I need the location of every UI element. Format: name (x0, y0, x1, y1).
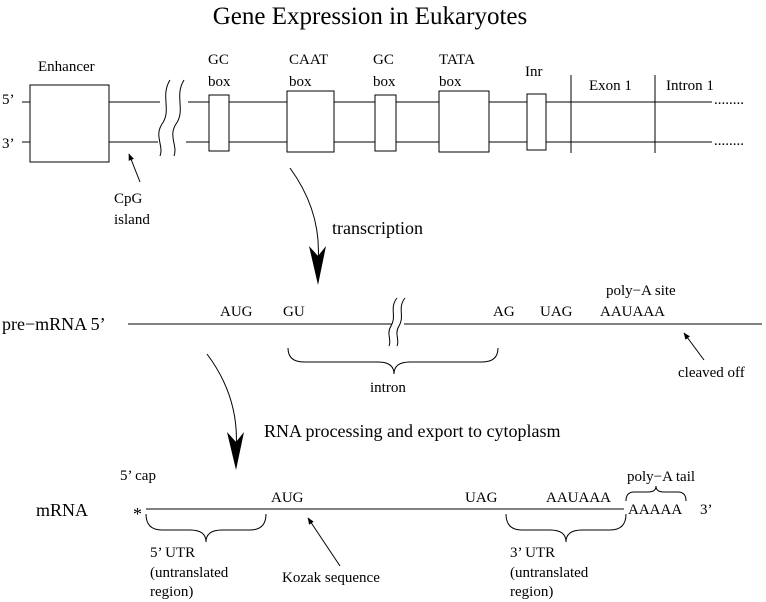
mrna-section: mRNA 5’ cap * AUG UAG AAUAAA poly−A tail… (36, 468, 713, 600)
pre-mrna-aug: AUG (220, 304, 253, 320)
processing-arrow (206, 353, 237, 451)
utr5-label-line1: 5’ UTR (150, 545, 195, 561)
pre-mrna-gu: GU (283, 304, 305, 320)
tata-box-label-line1: TATA (439, 52, 475, 68)
pre-mrna-aauaaa: AAUAAA (600, 304, 665, 320)
mrna-label: mRNA (36, 500, 88, 520)
gc-box-1-label-line1: GC (208, 52, 229, 68)
gc-box-2-label-line2: box (373, 74, 396, 90)
pre-mrna-section: pre−mRNA 5’ AUG GU AG UAG poly−A site AA… (2, 283, 762, 396)
gc-box-1 (208, 94, 230, 152)
intron-brace (287, 347, 499, 375)
tata-box (438, 90, 490, 153)
kozak-pointer (307, 517, 341, 567)
gene-section: 5’ 3’ Enhancer GC box CAAT box GC box TA… (2, 52, 744, 228)
processing-arrowhead (227, 432, 244, 470)
pre-mrna-break-1 (388, 297, 398, 347)
utr3-label-line3: region) (510, 584, 553, 600)
mrna-aauaaa: AAUAAA (546, 490, 611, 506)
utr5-label-line2: (untranslated (150, 565, 229, 581)
exon1-label: Exon 1 (589, 78, 632, 94)
pre-mrna-label: pre−mRNA 5’ (2, 314, 106, 334)
utr5-brace (145, 513, 267, 543)
top-strand-continuation: ........ (714, 92, 744, 108)
cpg-island-label-line2: island (114, 212, 150, 228)
cleaved-off-pointer (683, 332, 705, 361)
mrna-aug: AUG (271, 490, 304, 506)
gc-box-2-label-line1: GC (373, 52, 394, 68)
kozak-label: Kozak sequence (282, 570, 380, 586)
polya-tail-label: poly−A tail (627, 469, 695, 485)
enhancer-label: Enhancer (38, 59, 95, 75)
polya-tail-sequence: AAAAA (628, 502, 682, 518)
strand-3prime-label: 3’ (2, 136, 15, 152)
intron-label: intron (370, 380, 406, 396)
caat-box-label-line1: CAAT (289, 52, 328, 68)
mrna-3prime-label: 3’ (700, 502, 713, 518)
bottom-strand-continuation: ........ (714, 133, 744, 149)
utr5-label-line3: region) (150, 584, 193, 600)
caat-box-label-line2: box (289, 74, 312, 90)
five-prime-cap-label: 5’ cap (120, 468, 156, 484)
mrna-uag: UAG (465, 490, 498, 506)
tata-box-label-line2: box (439, 74, 462, 90)
pre-mrna-uag: UAG (540, 304, 573, 320)
gc-box-1-label-line2: box (208, 74, 231, 90)
processing-step: RNA processing and export to cytoplasm (206, 353, 560, 470)
dna-break-squiggle-2 (172, 79, 185, 157)
cpg-island-label-line1: CpG (114, 191, 143, 207)
utr3-label-line2: (untranslated (510, 565, 589, 581)
inr-box (526, 93, 547, 151)
caat-box (286, 90, 335, 153)
enhancer-box (29, 84, 110, 163)
five-prime-cap-symbol: * (133, 504, 142, 524)
processing-label: RNA processing and export to cytoplasm (264, 421, 560, 441)
strand-5prime-label: 5’ (2, 92, 15, 108)
transcription-step: transcription (289, 167, 423, 285)
cpg-island-pointer (128, 153, 141, 183)
cleaved-off-label: cleaved off (678, 365, 745, 381)
pre-mrna-ag: AG (493, 304, 515, 320)
gc-box-2 (374, 94, 397, 152)
pre-mrna-break-2 (396, 297, 406, 347)
transcription-arrowhead (309, 246, 326, 285)
inr-label: Inr (525, 64, 543, 80)
diagram-title: Gene Expression in Eukaryotes (213, 3, 528, 30)
utr3-label-line1: 3’ UTR (510, 545, 555, 561)
polya-tail-brace (625, 485, 687, 502)
transcription-label: transcription (332, 218, 423, 238)
polya-site-label: poly−A site (606, 283, 676, 299)
intron1-label: Intron 1 (666, 78, 714, 94)
utr3-brace (505, 513, 627, 543)
dna-break-squiggle-1 (158, 79, 171, 157)
transcription-arrow (289, 167, 319, 263)
